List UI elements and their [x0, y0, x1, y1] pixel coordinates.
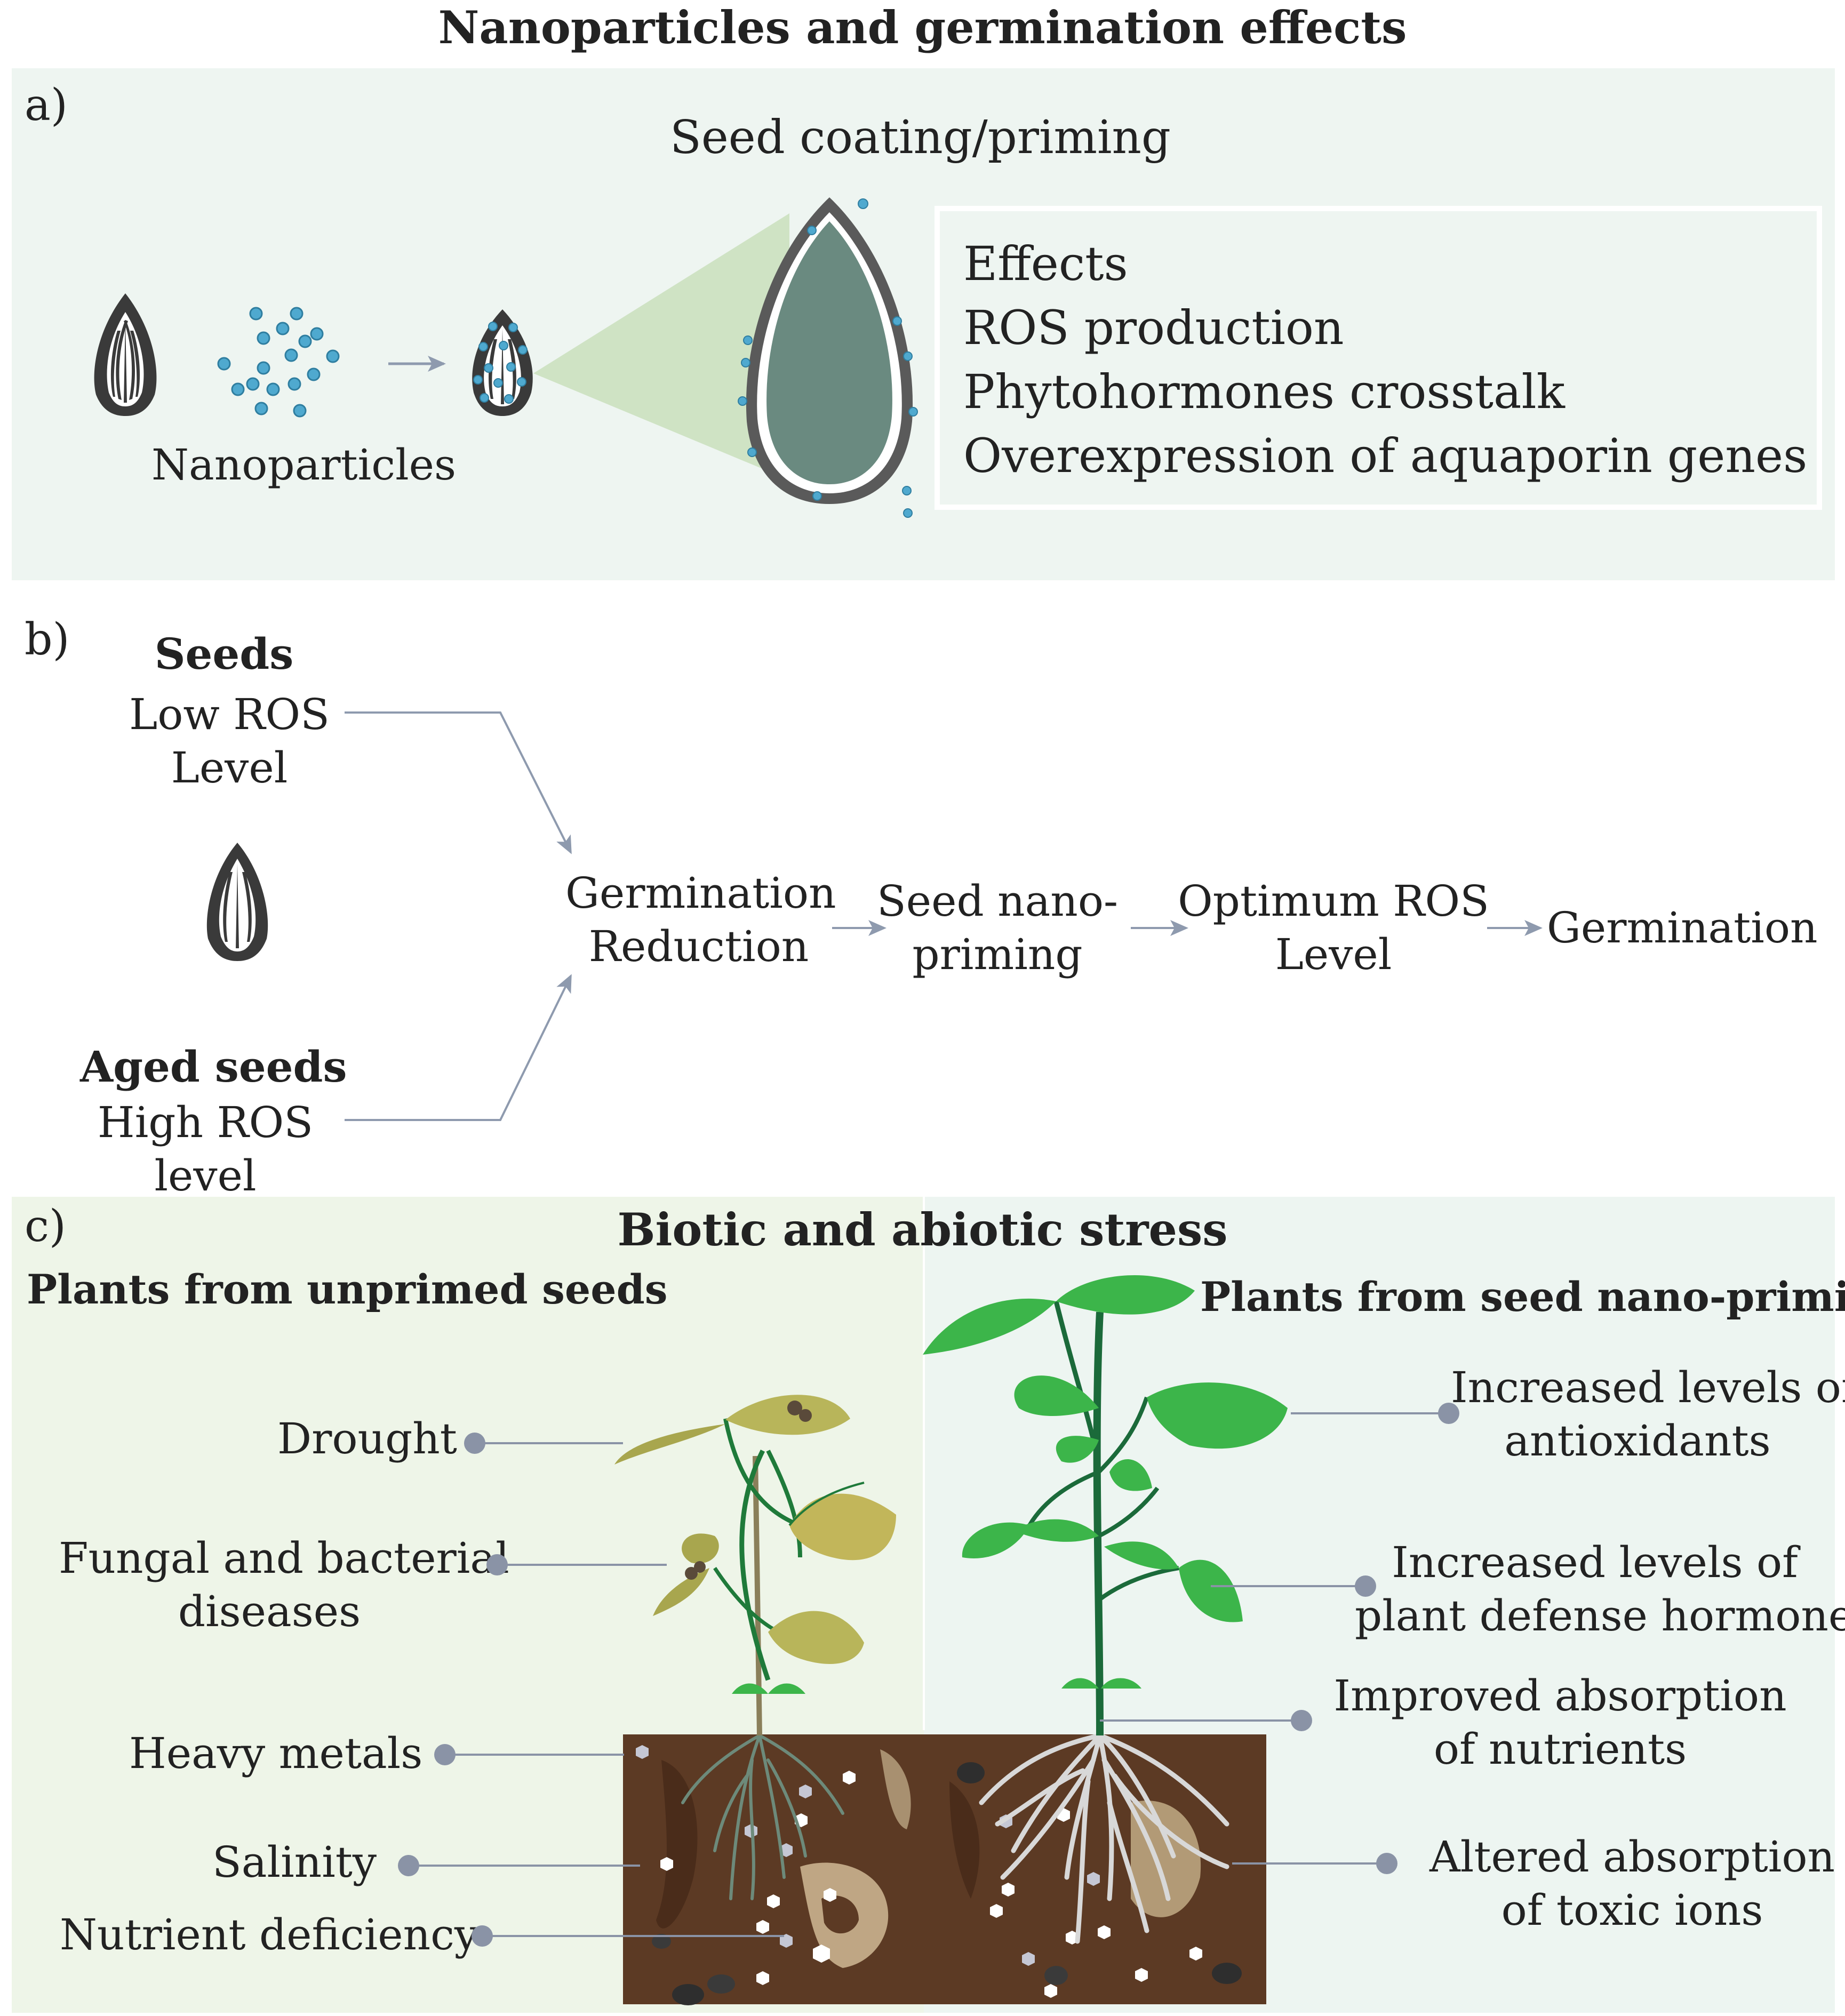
seed-icon-b: [206, 843, 268, 961]
stress-salinity: Salinity: [212, 1837, 377, 1887]
flow-germination: Germination: [1547, 903, 1818, 953]
stress-nutrient-deficiency: Nutrient deficiency: [60, 1910, 479, 1959]
aged-ros-line1: High ROS: [97, 1098, 314, 1147]
stressed-plant: [614, 1395, 896, 1736]
coated-seed-icon: [472, 309, 533, 416]
panel-c-leader-dots: [398, 1403, 1459, 1947]
flow-nanopriming-line2: priming: [912, 930, 1083, 979]
figure-title: Nanoparticles and germination effects: [438, 1, 1407, 54]
panel-c-heading: Biotic and abiotic stress: [617, 1203, 1228, 1256]
soil-stones: [652, 1749, 1242, 2005]
benefit-hormones-line1: Increased levels of: [1392, 1538, 1798, 1587]
stressed-plant-roots: [681, 1734, 844, 1900]
panel-a-background: [12, 68, 1835, 580]
flow-optimum-ros-line2: Level: [1275, 930, 1392, 979]
stress-fungal-line1: Fungal and bacterial: [59, 1533, 509, 1583]
benefit-nutrients-line2: of nutrients: [1433, 1724, 1687, 1774]
panel-b-letter: b): [25, 614, 70, 665]
left-plant-title: Plants from unprimed seeds: [27, 1266, 668, 1313]
healthy-plant-roots: [979, 1733, 1229, 1944]
benefit-nutrients-line1: Improved absorption: [1333, 1671, 1787, 1721]
benefit-hormones-line2: plant defense hormones: [1355, 1591, 1845, 1641]
healthy-plant: [923, 1275, 1288, 1736]
panel-a-letter: a): [25, 80, 68, 131]
aged-seeds-title: Aged seeds: [80, 1042, 347, 1092]
right-plant-title: Plants from seed nano-priming: [1200, 1273, 1845, 1321]
seeds-title: Seeds: [154, 629, 294, 679]
benefit-toxic-ions-line2: of toxic ions: [1501, 1885, 1763, 1935]
flow-optimum-ros-line1: Optimum ROS: [1178, 876, 1489, 926]
seeds-ros-line1: Low ROS: [129, 690, 330, 739]
flow-nanopriming-line1: Seed nano-: [876, 876, 1119, 926]
flow-germination-reduction-line2: Reduction: [588, 922, 809, 971]
effect-ros-production: ROS production: [963, 300, 1344, 355]
panel-c-divider: [923, 1197, 925, 1730]
panel-b-connectors: [345, 711, 1543, 1121]
seed-icon: [94, 293, 157, 416]
stress-drought: Drought: [277, 1414, 457, 1463]
benefit-toxic-ions-line1: Altered absorption: [1429, 1832, 1835, 1882]
soil-white-particles: [660, 1771, 1202, 1998]
benefit-antioxidants-line2: antioxidants: [1504, 1416, 1771, 1466]
aged-ros-line2: level: [154, 1151, 257, 1201]
effect-phytohormones: Phytohormones crosstalk: [963, 364, 1565, 419]
seeds-ros-line2: Level: [171, 743, 288, 793]
benefit-antioxidants-line1: Increased levels of: [1451, 1363, 1845, 1412]
effects-title: Effects: [963, 236, 1128, 291]
zoom-cone: [533, 213, 789, 480]
panel-c-leader-lines: [409, 1412, 1449, 1937]
nanoparticles-label: Nanoparticles: [151, 440, 457, 490]
panel-a-heading: Seed coating/priming: [670, 111, 1171, 164]
effect-aquaporin: Overexpression of aquaporin genes: [963, 428, 1808, 483]
flow-germination-reduction-line1: Germination: [565, 868, 836, 918]
stress-heavy-metals: Heavy metals: [129, 1729, 423, 1778]
nanoparticles-cluster: [217, 307, 340, 418]
effects-box: [935, 206, 1822, 510]
stress-fungal-line2: diseases: [178, 1587, 361, 1636]
panel-c-letter: c): [25, 1201, 66, 1252]
zoomed-seed-cross-section: [738, 197, 918, 518]
